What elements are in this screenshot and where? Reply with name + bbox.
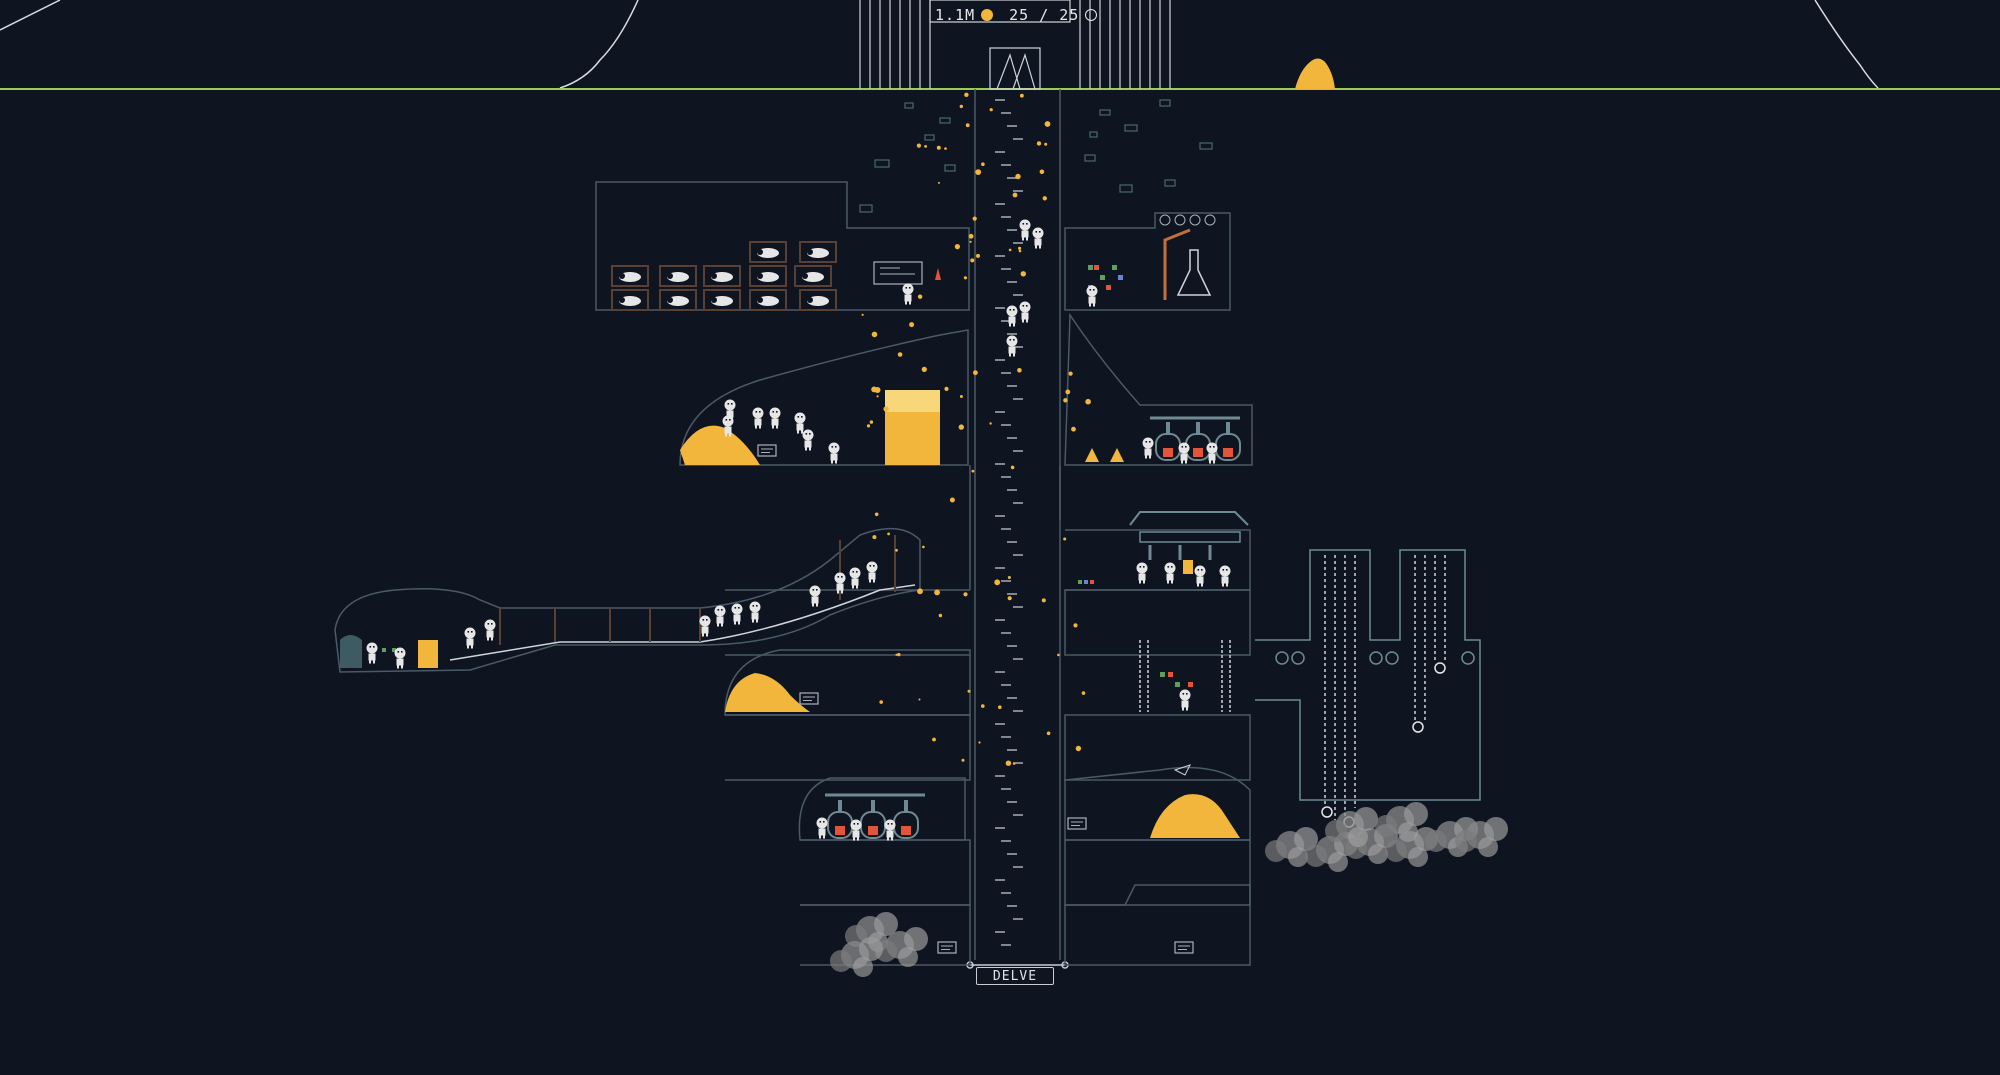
laboratory-room[interactable] (1064, 212, 1231, 311)
right-level-frames (1059, 465, 1251, 966)
furnace-room-upper[interactable] (1064, 312, 1253, 466)
workshop-room[interactable] (1078, 511, 1249, 587)
office-room[interactable] (873, 261, 941, 305)
rock-bricks (859, 99, 1213, 213)
miner-skull-icon (1085, 9, 1098, 21)
elevator-shafts[interactable] (1255, 549, 1481, 828)
surface-gold-pile (1295, 58, 1335, 89)
shaft-miners (1006, 219, 1044, 357)
gold-amount: 1.1M (935, 6, 976, 24)
main-shaft (966, 89, 1069, 969)
gold-storage-room[interactable] (679, 329, 969, 466)
sleeping-quarters-room[interactable] (595, 181, 970, 311)
gold-pile-right-room[interactable] (1064, 764, 1251, 841)
mine-entrance (859, 0, 1171, 90)
delve-button[interactable]: DELVE (976, 967, 1054, 985)
gold-particles (861, 92, 1091, 766)
chamber-sign-left (937, 941, 957, 954)
furnace-room-lower[interactable] (798, 777, 966, 841)
left-level-frames (725, 465, 971, 966)
mine-tunnel[interactable] (334, 527, 921, 673)
lab-lower-room[interactable] (1139, 640, 1231, 712)
gold-pile-lower-room[interactable] (724, 649, 971, 716)
gold-coin-icon (981, 9, 994, 21)
shaft-ladder (995, 99, 1023, 946)
chamber-sign-right (1174, 941, 1194, 954)
resource-hud: 1.1M 25 / 25 (935, 5, 1098, 25)
miners-count: 25 / 25 (1009, 6, 1080, 24)
